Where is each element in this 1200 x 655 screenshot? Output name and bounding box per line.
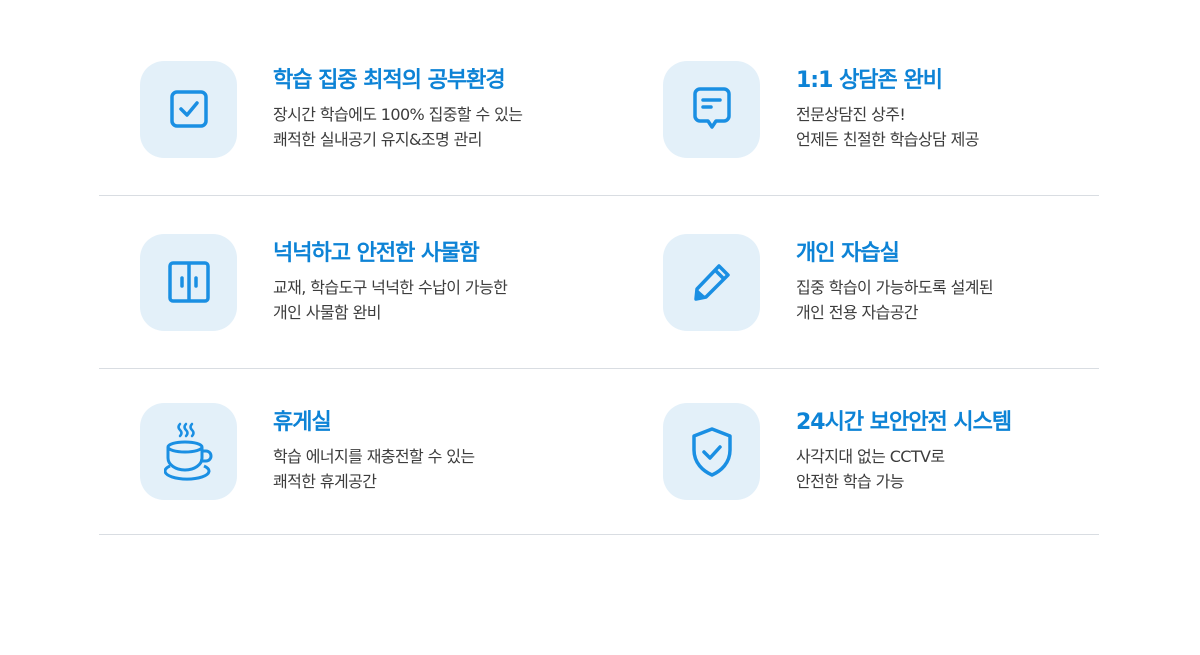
feature-title: 학습 집중 최적의 공부환경 [273,67,506,93]
feature-item: 1:1 상담존 완비 전문상담진 상주! 언제든 친절한 학습상담 제공 [622,60,1099,158]
feature-item: 개인 자습실 집중 학습이 가능하도록 설계된 개인 전용 자습공간 [622,233,1099,331]
feature-desc-line: 장시간 학습에도 100% 집중할 수 있는 [273,104,523,124]
pencil-icon [663,233,760,331]
feature-desc-line: 학습 에너지를 재충전할 수 있는 [273,447,475,466]
feature-item: 24시간 보안안전 시스템 사각지대 없는 CCTV로 안전한 학습 가능 [622,403,1099,500]
feature-desc-line: 개인 전용 자습공간 [796,302,919,322]
feature-desc-line: 쾌적한 휴게공간 [273,472,377,491]
feature-title: 휴게실 [273,410,332,435]
feature-desc-line: 교재, 학습도구 넉넉한 수납이 가능한 [273,277,508,297]
feature-desc-line: 집중 학습이 가능하도록 설계된 [796,277,994,297]
features-grid: 학습 집중 최적의 공부환경 장시간 학습에도 100% 집중할 수 있는 쾌적… [99,23,1099,535]
coffee-cup-icon [140,403,237,500]
feature-desc-line: 사각지대 없는 CCTV로 [796,447,945,466]
feature-item: 학습 집중 최적의 공부환경 장시간 학습에도 100% 집중할 수 있는 쾌적… [99,60,622,158]
feature-desc-line: 안전한 학습 가능 [796,472,904,491]
checkbox-icon [140,60,237,158]
feature-row: 넉넉하고 안전한 사물함 교재, 학습도구 넉넉한 수납이 가능한 개인 사물함… [99,196,1099,369]
feature-title: 넉넉하고 안전한 사물함 [273,240,480,266]
feature-item: 휴게실 학습 에너지를 재충전할 수 있는 쾌적한 휴게공간 [99,403,622,500]
feature-row: 휴게실 학습 에너지를 재충전할 수 있는 쾌적한 휴게공간 24시간 보안안전… [99,369,1099,535]
feature-desc-line: 언제든 친절한 학습상담 제공 [796,129,980,149]
feature-title: 개인 자습실 [796,240,900,266]
chat-bubble-icon [663,60,760,158]
feature-title: 24시간 보안안전 시스템 [796,410,1012,435]
shield-check-icon [663,403,760,500]
feature-desc-line: 쾌적한 실내공기 유지&조명 관리 [273,129,483,149]
feature-desc-line: 개인 사물함 완비 [273,302,381,322]
feature-title: 1:1 상담존 완비 [796,67,943,93]
feature-row: 학습 집중 최적의 공부환경 장시간 학습에도 100% 집중할 수 있는 쾌적… [99,23,1099,196]
feature-item: 넉넉하고 안전한 사물함 교재, 학습도구 넉넉한 수납이 가능한 개인 사물함… [99,233,622,331]
locker-icon [140,233,237,331]
feature-desc-line: 전문상담진 상주! [796,104,906,124]
